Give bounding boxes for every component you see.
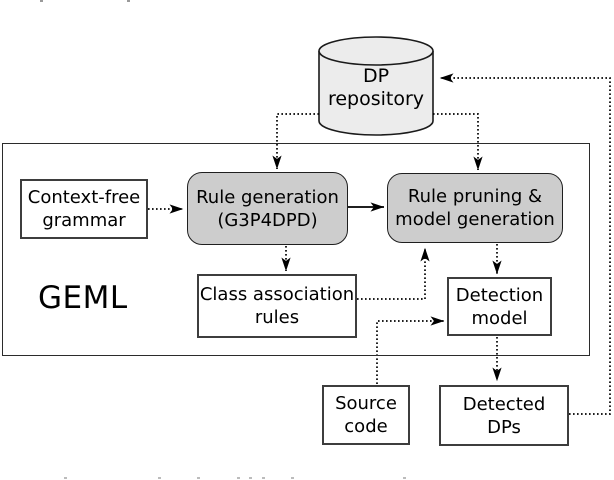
cropped-text-artifact xyxy=(197,477,200,479)
node-label-line: Detection xyxy=(455,284,544,306)
cropped-text-artifact xyxy=(40,0,43,2)
node-label-line: DP xyxy=(362,65,390,87)
cropped-text-artifact xyxy=(291,477,294,479)
node-label-line: rules xyxy=(254,307,300,328)
cropped-text-artifact xyxy=(158,477,161,479)
cropped-text-artifact xyxy=(237,477,240,479)
node-label-line: repository xyxy=(327,88,425,110)
node-label-line: Rule pruning & xyxy=(407,186,543,207)
node-label-line: model xyxy=(471,307,528,329)
cropped-text-artifact xyxy=(127,0,130,2)
node-label-line: grammar xyxy=(42,210,126,231)
node-rule-pruning: Rule pruning & model generation xyxy=(387,173,563,243)
node-label-line: model generation xyxy=(395,209,555,230)
dp-repository-cylinder-top xyxy=(318,36,434,66)
node-label-line: Detected xyxy=(462,393,546,415)
node-context-free-grammar: Context-free grammar xyxy=(20,179,148,239)
node-rule-generation: Rule generation (G3P4DPD) xyxy=(187,172,348,245)
node-detected-dps: Detected DPs xyxy=(439,385,569,446)
node-label-line: (G3P4DPD) xyxy=(217,209,318,231)
geml-system-label: GEML xyxy=(38,280,128,316)
node-class-association-rules: Class association rules xyxy=(197,274,357,338)
node-label-line: DPs xyxy=(487,416,521,438)
node-label-line: Source xyxy=(335,393,397,414)
node-source-code: Source code xyxy=(322,385,410,445)
node-label-line: Class association xyxy=(199,284,355,305)
cropped-text-artifact xyxy=(64,477,67,479)
node-dp-repository: DP repository xyxy=(319,62,433,114)
node-label-line: Context-free xyxy=(27,187,141,208)
cropped-text-artifact xyxy=(403,477,406,479)
node-detection-model: Detection model xyxy=(447,277,552,336)
node-label-line: code xyxy=(344,416,388,437)
cropped-text-artifact xyxy=(249,477,252,479)
geml-container xyxy=(2,143,590,356)
cropped-text-artifact xyxy=(262,477,265,479)
node-label-line: Rule generation xyxy=(196,186,339,208)
